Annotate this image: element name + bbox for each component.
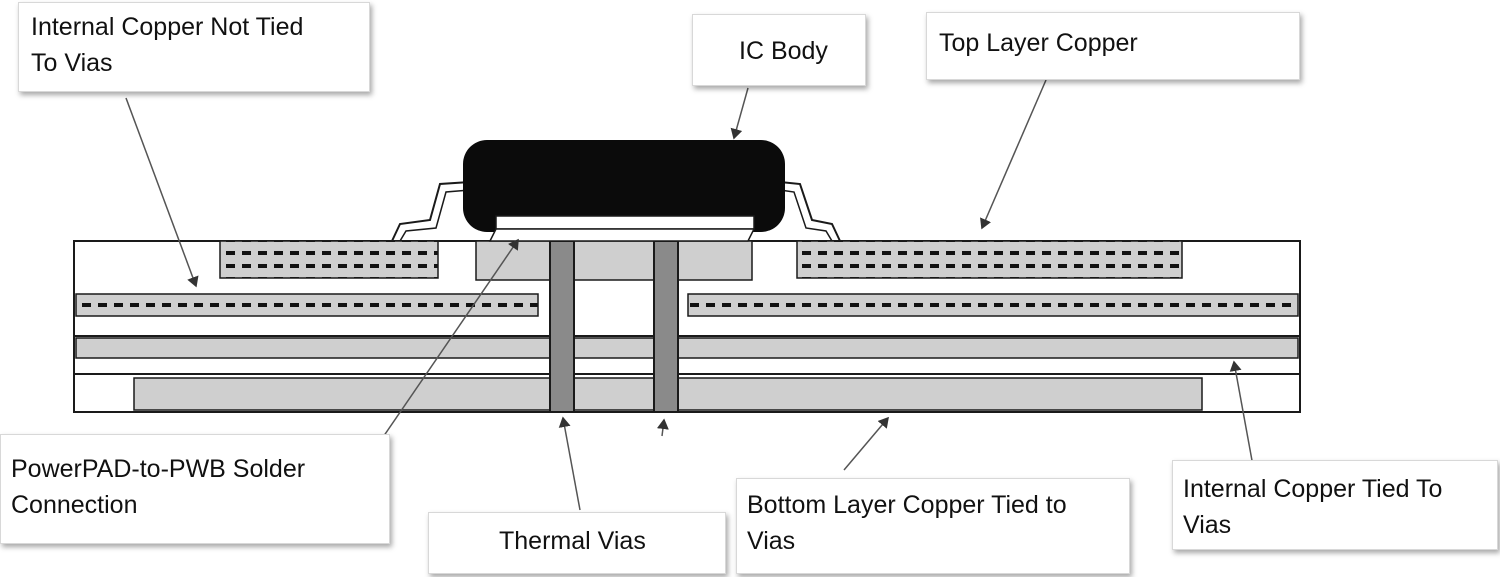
internal-plane-tied: [75, 337, 1299, 359]
leader-internal-tied: [1229, 360, 1254, 467]
internal-copper-right: [687, 293, 1299, 317]
leader-top-copper: [980, 79, 1047, 230]
solder-connection-shape: [488, 228, 756, 242]
thermal-pad: [475, 240, 753, 281]
label-thermal-vias: Thermal Vias: [428, 512, 726, 574]
label-ic-body: IC Body: [692, 14, 866, 86]
leader-thermal-via-1: [558, 416, 581, 511]
top-copper-right: [796, 240, 1183, 279]
right-lead-inner: [779, 189, 833, 242]
thermal-via-2: [653, 240, 679, 413]
leader-solder: [365, 238, 519, 463]
label-top-layer-copper: Top Layer Copper: [926, 12, 1300, 80]
label-internal-copper-tied: Internal Copper Tied To Vias: [1172, 460, 1498, 550]
leader-bottom-copper: [843, 416, 889, 471]
internal-copper-left: [75, 293, 539, 317]
leader-ic-body: [730, 87, 749, 140]
label-powerpad-solder-connection: PowerPAD-to-PWB Solder Connection: [0, 434, 390, 544]
powerpad-strip: [495, 215, 755, 230]
label-internal-copper-not-tied: Internal Copper Not Tied To Vias: [18, 2, 370, 92]
thermal-via-1: [549, 240, 575, 413]
top-copper-left: [219, 240, 439, 279]
ic-body-shape: [463, 140, 785, 232]
left-lead: [391, 181, 471, 242]
left-lead-inner: [399, 189, 471, 242]
label-bottom-layer-copper: Bottom Layer Copper Tied to Vias: [736, 478, 1130, 574]
right-lead: [779, 181, 841, 242]
leader-thermal-via-2: [656, 418, 669, 437]
leader-internal-not-tied: [125, 97, 199, 288]
